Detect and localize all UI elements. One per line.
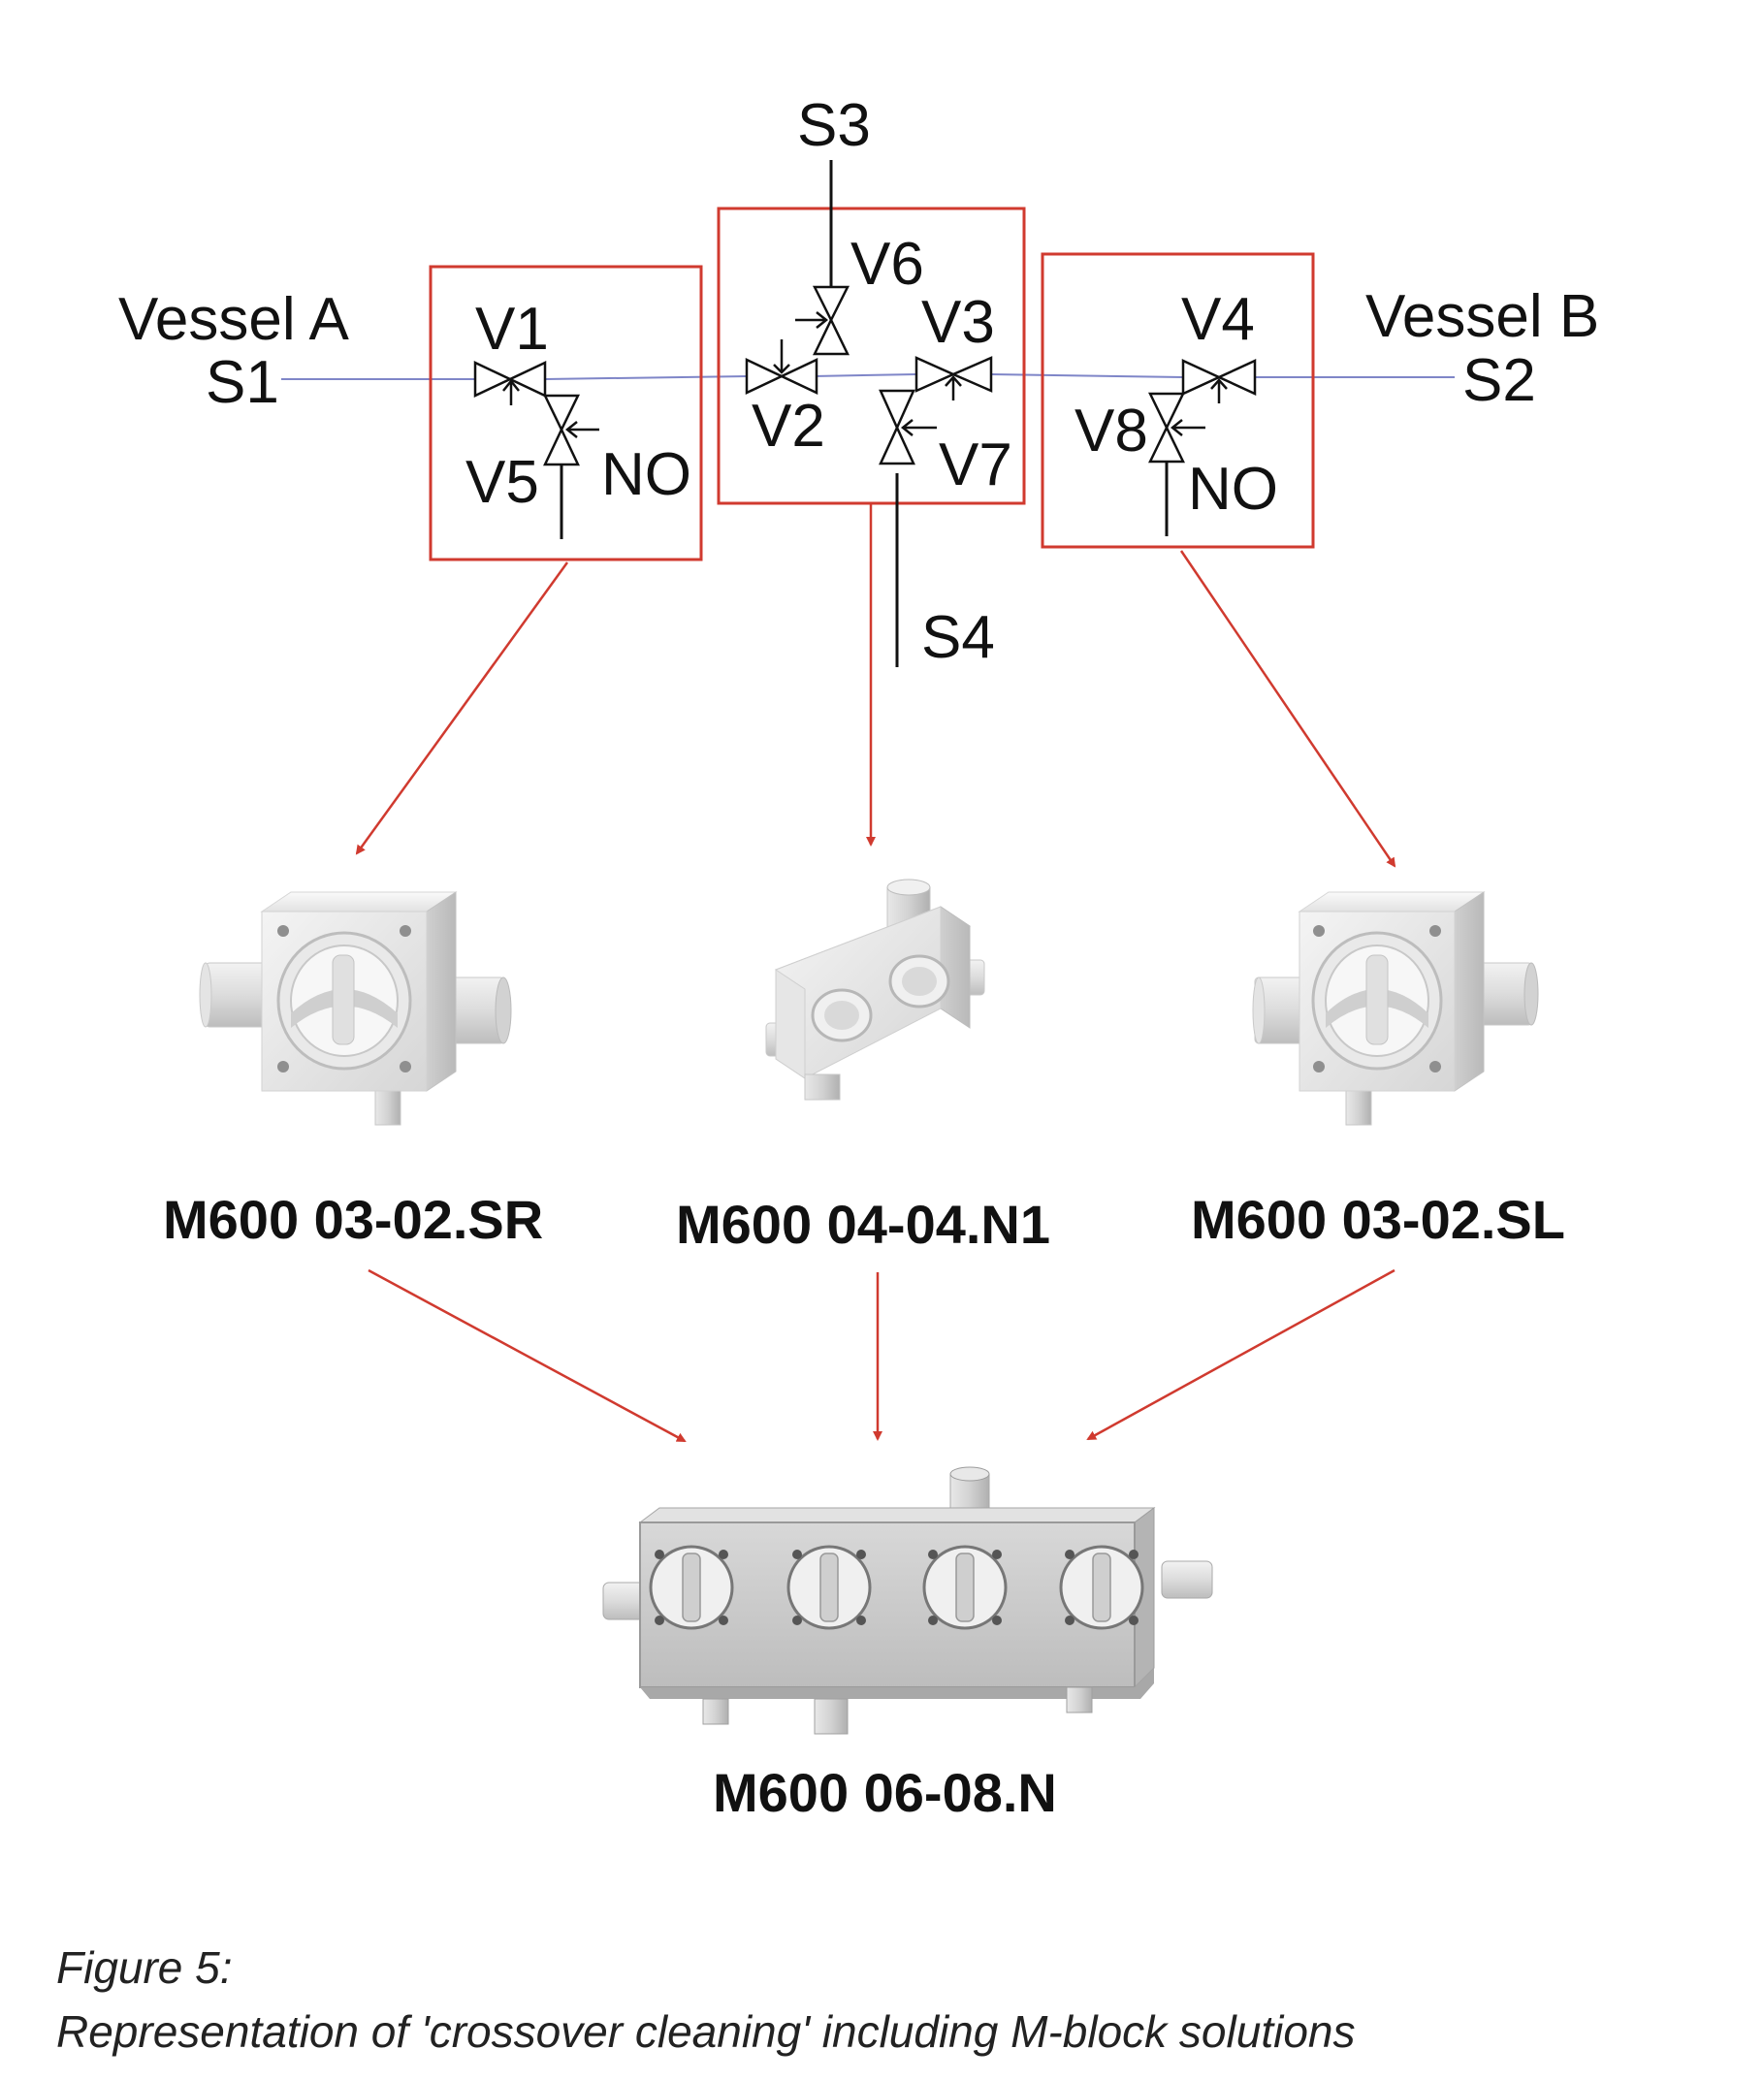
v7-label: V7 — [939, 432, 1012, 498]
process-line-v1-v2 — [544, 375, 748, 380]
process-line-v2-v3 — [812, 373, 917, 377]
part-label-left: M600 03-02.SR — [163, 1189, 543, 1250]
arrow-right-block-to-combined — [1086, 1268, 1395, 1441]
arrow-left-block-to-combined — [368, 1268, 687, 1443]
block-illustration-combined — [602, 1466, 1213, 1735]
s2-label: S2 — [1462, 347, 1536, 414]
valve-v6-symbol — [795, 285, 850, 356]
valve-v2-symbol — [745, 339, 818, 395]
v5-label: V5 — [465, 449, 539, 516]
s3-label: S3 — [797, 92, 871, 159]
valve-v5-symbol — [543, 394, 599, 466]
valve-v7-symbol — [879, 389, 937, 465]
v3-label: V3 — [921, 289, 995, 356]
process-line-v3-v4 — [990, 373, 1184, 378]
caption-figure-number: Figure 5: — [56, 1942, 233, 1993]
valve-group-box-left — [429, 265, 703, 561]
block-illustration-right — [1252, 891, 1539, 1126]
valve-v1-symbol — [473, 361, 547, 405]
s4-label: S4 — [921, 604, 995, 671]
caption-description: Representation of 'crossover cleaning' i… — [56, 2006, 1356, 2057]
vessel-a-label: Vessel A — [118, 286, 349, 353]
v1-label: V1 — [475, 296, 549, 363]
valve-v8-symbol — [1148, 392, 1205, 464]
part-label-combined: M600 06-08.N — [713, 1762, 1057, 1823]
block-illustration-center — [765, 879, 985, 1101]
s1-label: S1 — [206, 349, 279, 416]
v4-label: V4 — [1181, 286, 1255, 353]
figure-caption: Figure 5: Representation of 'crossover c… — [56, 1936, 1355, 2064]
valve-schematic: Vessel A S1 Vessel B S2 S3 S4 V1 V2 V3 V… — [118, 92, 1599, 671]
block-illustration-left — [199, 891, 512, 1126]
arrow-left-box-to-block — [355, 561, 569, 855]
v6-label: V6 — [850, 231, 924, 298]
valve-v4-symbol — [1181, 359, 1257, 403]
v2-label: V2 — [752, 393, 825, 460]
arrow-right-box-to-block — [1179, 550, 1396, 868]
part-label-right: M600 03-02.SL — [1191, 1189, 1565, 1250]
valve-group-box-right — [1041, 252, 1315, 549]
v8-label: V8 — [1074, 398, 1148, 464]
normally-open-label-left: NO — [601, 441, 691, 508]
valve-v3-symbol — [914, 356, 993, 400]
part-label-center: M600 04-04.N1 — [676, 1194, 1050, 1255]
vessel-b-label: Vessel B — [1365, 283, 1599, 350]
normally-open-label-right: NO — [1188, 456, 1278, 523]
